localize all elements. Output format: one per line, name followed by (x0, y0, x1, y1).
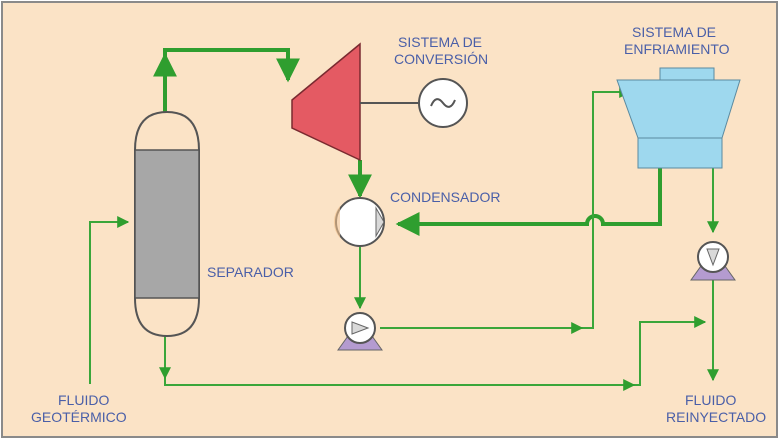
separator-core (134, 149, 200, 299)
cooling-system-label-line2: ENFRIAMIENTO (624, 41, 730, 57)
cooling-return-pipe (395, 168, 662, 236)
geothermal-fluid-label-line1: FLUIDO (58, 392, 109, 408)
generator-icon (418, 78, 468, 128)
turbine-icon (291, 42, 418, 162)
cooling-tower-icon (616, 67, 741, 169)
pump-icon (337, 312, 383, 351)
conversion-system-label-line2: CONVERSIÓN (394, 51, 488, 67)
conversion-system-label-line1: SISTEMA DE (398, 34, 482, 50)
geothermal-input-pipe (89, 216, 130, 384)
geothermal-fluid-label-line2: GEOTÉRMICO (31, 409, 127, 425)
steam-pipe-to-turbine (163, 48, 300, 112)
reinjection-pump-icon (690, 241, 736, 281)
separator-label: SEPARADOR (207, 264, 294, 280)
cooling-system-label-line1: SISTEMA DE (632, 24, 716, 40)
pump-to-tower-pipe (380, 86, 632, 329)
separator-vessel-icon (134, 110, 200, 338)
condenser-icon (333, 197, 385, 247)
condenser-label: CONDENSADOR (390, 189, 500, 205)
reinjected-fluid-label-line2: REINYECTADO (666, 409, 766, 425)
reinjected-fluid-label-line1: FLUIDO (685, 392, 736, 408)
